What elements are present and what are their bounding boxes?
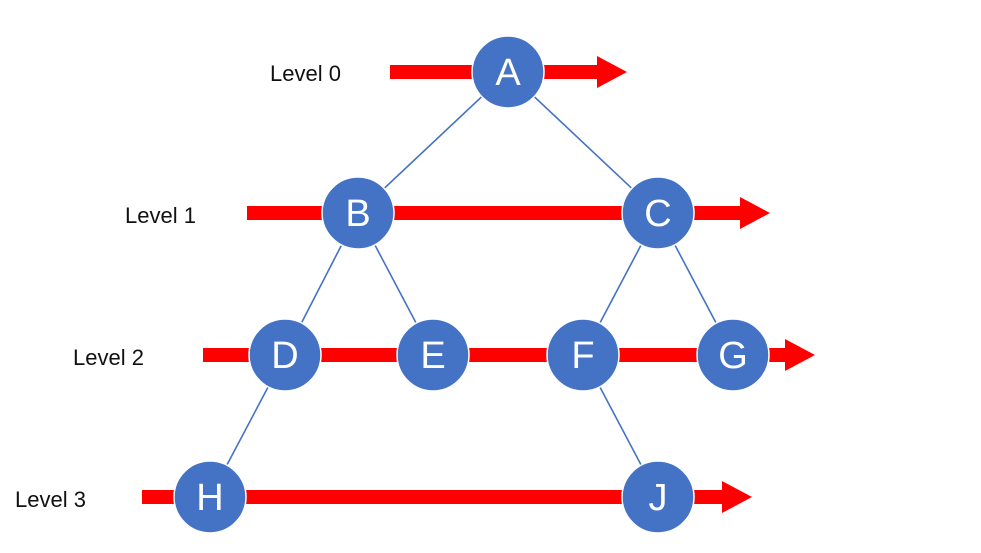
tree-nodes: A B C D E F G H J bbox=[173, 35, 770, 534]
level-3-label: Level 3 bbox=[15, 487, 86, 512]
node-a-label: A bbox=[495, 52, 521, 94]
tree-edges bbox=[209, 71, 734, 498]
level-0-arrow-head bbox=[597, 56, 627, 88]
node-g: G bbox=[696, 318, 770, 392]
node-e-circle bbox=[396, 318, 470, 392]
node-j-label: J bbox=[649, 477, 668, 519]
node-c: C bbox=[621, 176, 695, 250]
node-b-label: B bbox=[345, 193, 370, 235]
node-h-label: H bbox=[196, 477, 223, 519]
level-2-arrow bbox=[203, 339, 815, 371]
node-j-circle bbox=[621, 460, 695, 534]
level-1-label: Level 1 bbox=[125, 203, 196, 228]
node-e-label: E bbox=[420, 335, 445, 377]
node-j: J bbox=[621, 460, 695, 534]
level-2-arrow-head bbox=[785, 339, 815, 371]
node-f: F bbox=[546, 318, 620, 392]
node-c-circle bbox=[621, 176, 695, 250]
level-2-label: Level 2 bbox=[73, 345, 144, 370]
level-3-arrow-shaft bbox=[142, 490, 722, 504]
level-3-arrow-head bbox=[722, 481, 752, 513]
node-d-circle bbox=[248, 318, 322, 392]
node-g-circle bbox=[696, 318, 770, 392]
node-b: B bbox=[321, 176, 395, 250]
level-0-label: Level 0 bbox=[270, 61, 341, 86]
node-h-circle bbox=[173, 460, 247, 534]
node-b-circle bbox=[321, 176, 395, 250]
level-2-arrow-shaft bbox=[203, 348, 785, 362]
node-c-label: C bbox=[644, 193, 671, 235]
node-a-circle bbox=[471, 35, 545, 109]
node-g-label: G bbox=[718, 335, 748, 377]
node-a: A bbox=[471, 35, 545, 109]
node-d-label: D bbox=[271, 335, 298, 377]
node-d: D bbox=[248, 318, 322, 392]
node-f-circle bbox=[546, 318, 620, 392]
node-e: E bbox=[396, 318, 470, 392]
level-1-arrow-head bbox=[740, 197, 770, 229]
level-arrows bbox=[142, 56, 815, 513]
node-h: H bbox=[173, 460, 247, 534]
node-f-label: F bbox=[571, 335, 594, 377]
level-3-arrow bbox=[142, 481, 752, 513]
